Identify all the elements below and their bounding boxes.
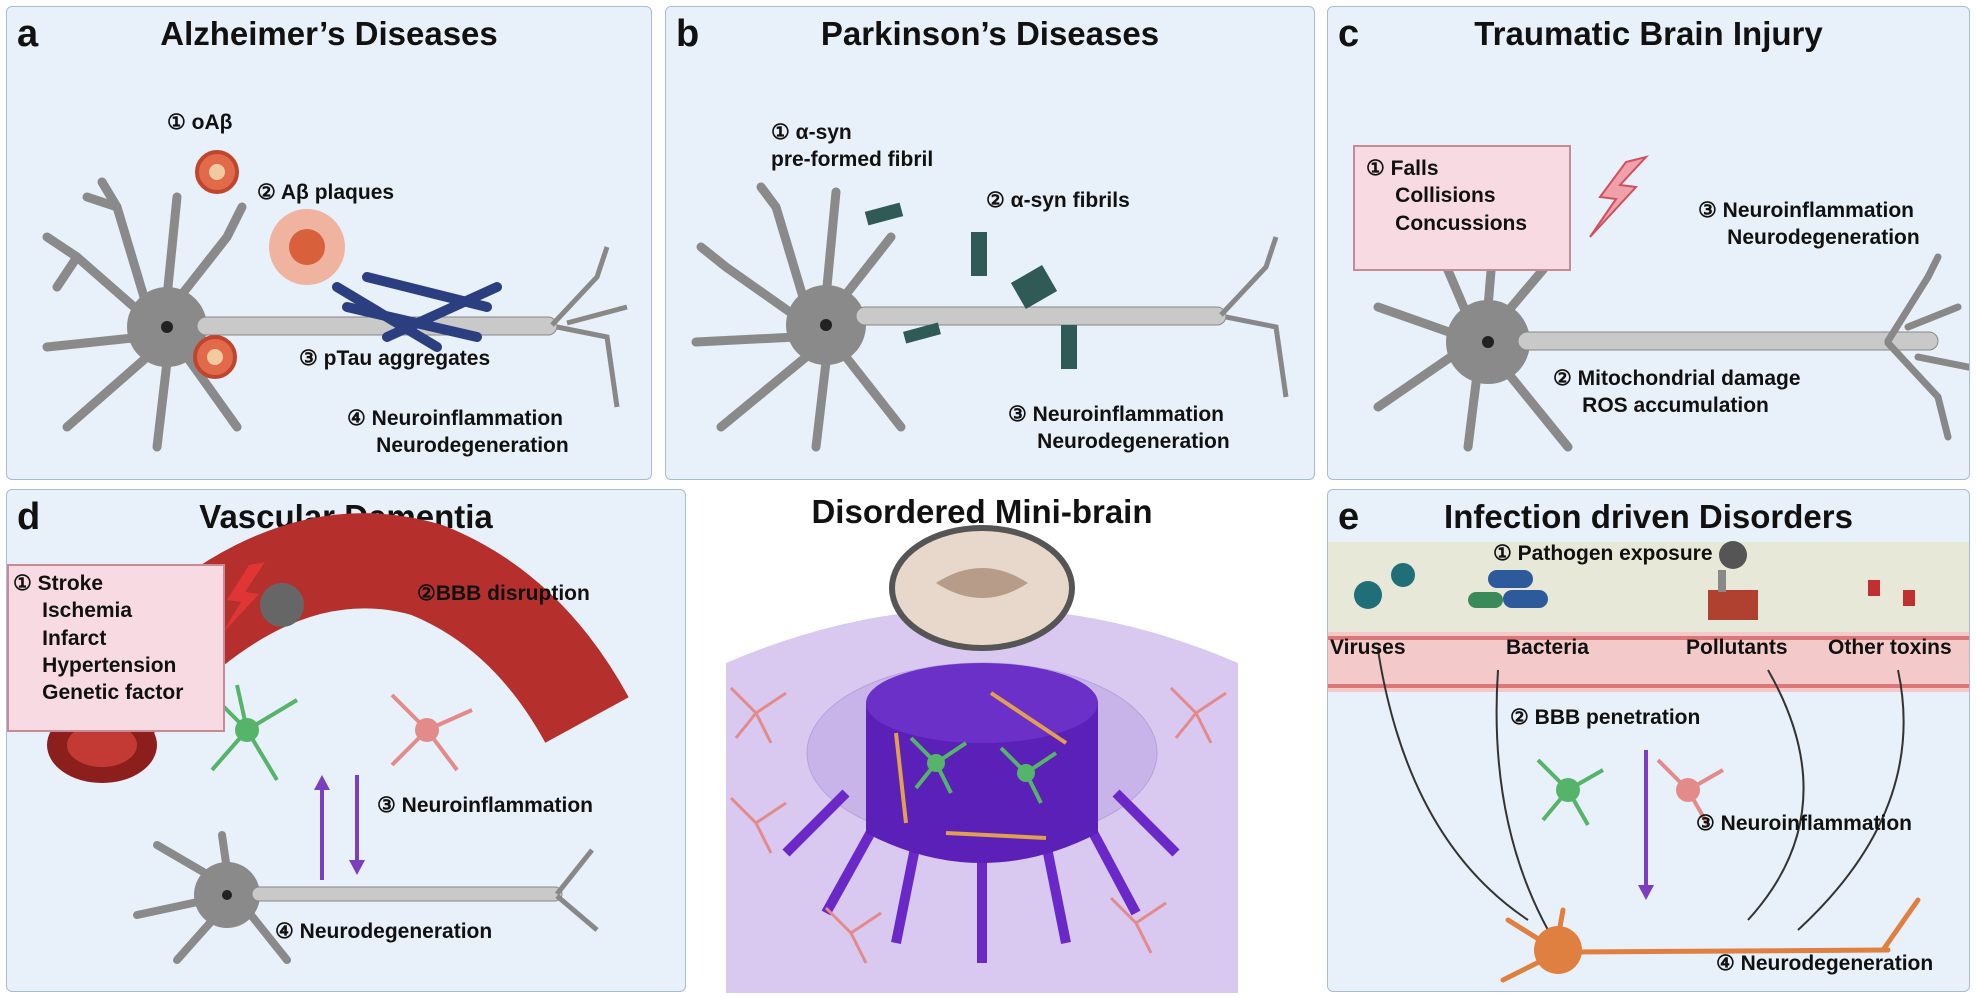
toxins-icon (1868, 580, 1915, 606)
panel-d: d Vascular Dementia ① Stroke Ischemia In… (6, 489, 686, 992)
label-bbb-penetration: ② BBB penetration (1510, 706, 1701, 729)
mini-brain-stalks (782, 789, 1180, 963)
label-neuroinflammation: ④ Neuroinflammation Neurodegeneration (347, 407, 569, 458)
panel-title: Disordered Mini-brain (811, 493, 1153, 530)
label-alpha-syn-pff: ① α-syn pre-formed fibril (771, 121, 934, 172)
panel-letter: b (676, 13, 700, 55)
label-neuroinflammation: ③ Neuroinflammation Neurodegeneration (1008, 403, 1230, 454)
infection-illustration (1328, 541, 1969, 983)
alzheimer-illustration (42, 150, 628, 452)
label-pathogen-exposure: ① Pathogen exposure (1493, 542, 1713, 565)
panel-title: Infection driven Disorders (1444, 498, 1853, 535)
lightning-icon (221, 562, 265, 635)
cause-box (1353, 145, 1571, 271)
panel-title: Alzheimer’s Diseases (160, 15, 498, 52)
parkinson-illustration (691, 182, 1289, 452)
label-stroke: ① Stroke Ischemia Infarct Hypertension G… (13, 572, 184, 705)
panel-e: e Infection driven Disorders (1327, 489, 1970, 992)
microglia-green (205, 684, 299, 782)
label-falls: ① Falls Collisions Concussions (1366, 157, 1528, 235)
label-neuroinflammation: ③ Neuroinflammation (377, 794, 594, 817)
panel-letter: a (17, 13, 39, 55)
panel-c: c Traumatic Brain Injury ① Falls Collisi… (1327, 6, 1970, 480)
arrows (1377, 649, 1905, 931)
ptau-aggregates (332, 272, 502, 352)
label-abeta-plaques: ② Aβ plaques (257, 181, 395, 204)
mini-brain-illustration (726, 525, 1238, 993)
label-oabeta: ① oAβ (167, 111, 233, 134)
label-bbb-disruption: ②BBB disruption (417, 582, 590, 605)
label-mitochondrial-damage: ② Mitochondrial damage ROS accumulation (1553, 367, 1801, 418)
mini-brain-panel: Disordered Mini-brain (696, 493, 1268, 993)
label-neuroinflammation: ③ Neuroinflammation (1696, 812, 1913, 835)
label-viruses: Viruses (1330, 636, 1406, 659)
panel-letter: d (17, 496, 41, 538)
virus-icon (1354, 581, 1382, 609)
label-ptau: ③ pTau aggregates (299, 347, 491, 370)
panel-title: Parkinson’s Diseases (820, 15, 1160, 52)
microglia-green (1536, 758, 1604, 826)
panel-letter: e (1338, 496, 1360, 538)
alpha-syn-fibrils (864, 202, 1077, 369)
panel-title: Traumatic Brain Injury (1474, 15, 1823, 52)
label-pollutants: Pollutants (1686, 636, 1788, 659)
clot (260, 583, 304, 627)
label-neurodegeneration: ④ Neurodegeneration (1716, 952, 1934, 975)
factory-icon (1708, 541, 1758, 620)
astrocyte-pink (390, 693, 473, 772)
panel-a: a Alzheimer’s Diseases ① oAβ ② Aβ plaque… (6, 6, 652, 480)
panel-b: b Parkinson’s Diseases ① α-syn pre-forme… (665, 6, 1315, 480)
lightning-icon (1589, 155, 1650, 238)
label-bacteria: Bacteria (1506, 636, 1589, 659)
bacteria-icon (1468, 570, 1548, 608)
panel-letter: c (1338, 13, 1360, 55)
label-alpha-syn-fibrils: ② α-syn fibrils (986, 189, 1130, 212)
neurons-orange (894, 691, 1068, 840)
cause-box (7, 564, 225, 732)
label-neurodegeneration: ④ Neurodegeneration (275, 920, 493, 943)
label-other-toxins: Other toxins (1828, 636, 1952, 659)
bbb-layer (1328, 632, 1969, 692)
mini-brain-organoid (866, 703, 1098, 863)
label-neuroinflammation: ③ Neuroinflammation Neurodegeneration (1698, 199, 1920, 250)
astrocyte-pink (729, 686, 1227, 964)
